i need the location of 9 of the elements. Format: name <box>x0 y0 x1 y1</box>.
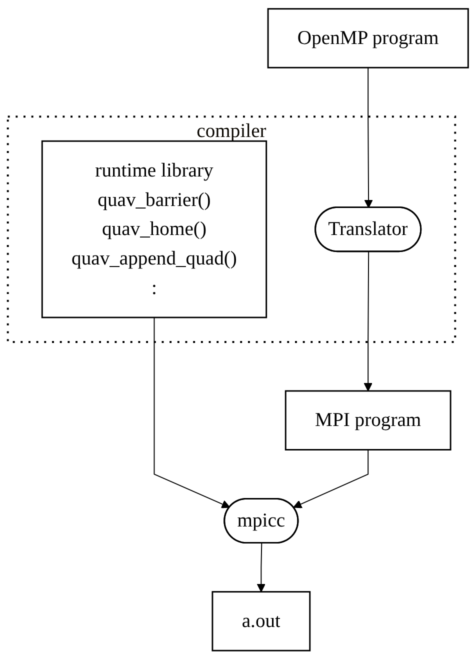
arrow <box>154 316 230 508</box>
arrow <box>364 251 372 392</box>
node-box: runtime library quav_barrier() quav_home() quav_append_quad() : <box>41 140 268 318</box>
node-box: MPI program <box>284 390 452 450</box>
arrow <box>293 449 369 508</box>
arrow <box>256 542 266 592</box>
arrow <box>364 66 373 208</box>
node-box: a.out <box>212 590 311 652</box>
node-box: OpenMP program <box>267 8 469 68</box>
